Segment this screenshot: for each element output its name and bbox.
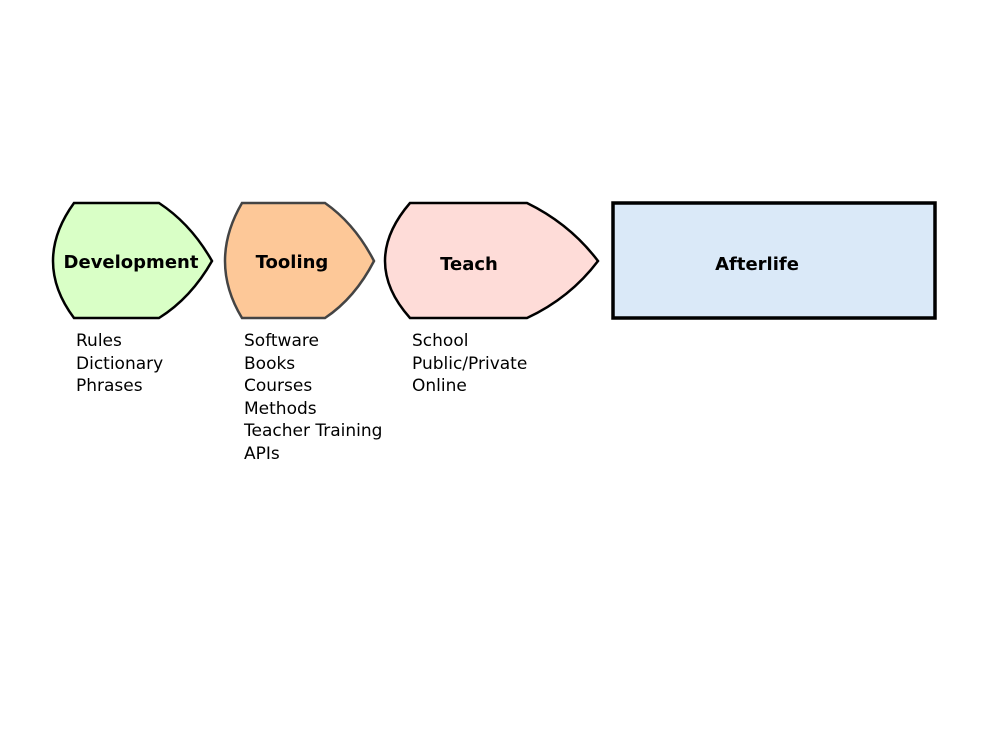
stage-afterlife-shape xyxy=(611,201,937,320)
stage-tooling[interactable]: Tooling xyxy=(223,201,376,320)
list-item: School xyxy=(412,331,469,351)
list-item: Teacher Training xyxy=(244,421,383,441)
stage-development-shape xyxy=(51,201,214,320)
list-item: Public/Private xyxy=(412,353,528,374)
list-item: Software xyxy=(244,331,319,351)
stage-development[interactable]: Development xyxy=(51,201,214,320)
stage-development-label: Development xyxy=(64,252,199,273)
list-item: APIs xyxy=(244,443,280,464)
stage-teach-shape xyxy=(383,201,600,320)
stage-tooling-shape xyxy=(223,201,376,320)
list-item: Phrases xyxy=(76,376,143,396)
stage-teach[interactable]: Teach xyxy=(383,201,600,320)
list-item: Books xyxy=(244,353,296,374)
stage-teach-label: Teach xyxy=(440,254,498,275)
list-item: Online xyxy=(412,376,467,396)
stage-afterlife-label: Afterlife xyxy=(715,254,799,275)
list-item: Rules xyxy=(76,331,122,351)
development-items: Rules Dictionary Phrases xyxy=(76,330,163,398)
list-item: Courses xyxy=(244,376,313,396)
list-item: Dictionary xyxy=(76,353,164,374)
tooling-items: Software Books Courses Methods Teacher T… xyxy=(244,330,382,465)
stage-afterlife[interactable]: Afterlife xyxy=(611,201,937,320)
list-item: Methods xyxy=(244,398,317,419)
teach-items: School Public/Private Online xyxy=(412,330,527,398)
stage-tooling-label: Tooling xyxy=(256,252,329,273)
